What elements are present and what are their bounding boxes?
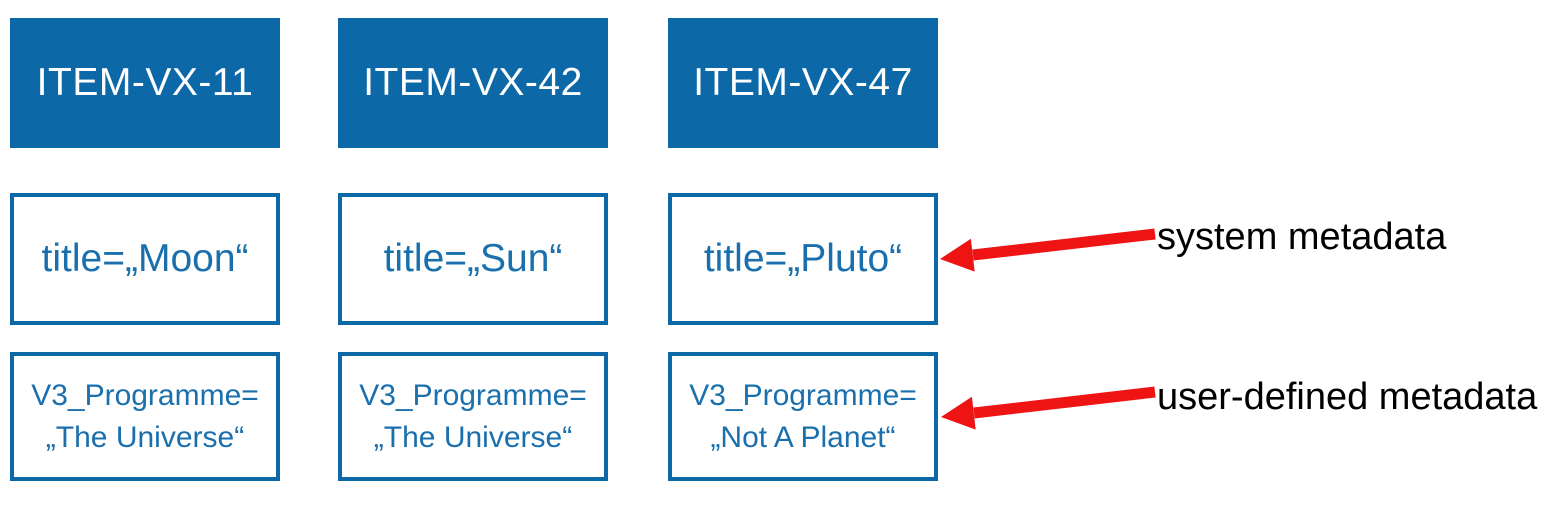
item-id-label: ITEM-VX-47 (693, 61, 913, 104)
item-id-label: ITEM-VX-42 (363, 61, 583, 104)
system-metadata-value: title=„Moon“ (41, 237, 249, 280)
user-metadata-key: V3_Programme= (31, 378, 259, 412)
item-id-box: ITEM-VX-42 (338, 18, 608, 148)
system-metadata-value: title=„Sun“ (383, 237, 563, 280)
system-metadata-value: title=„Pluto“ (703, 237, 903, 280)
item-id-box: ITEM-VX-47 (668, 18, 938, 148)
user-metadata-value: „The Universe“ (373, 420, 573, 454)
user-metadata-key: V3_Programme= (689, 378, 917, 412)
system-metadata-box: title=„Moon“ (10, 193, 280, 325)
system-metadata-label: system metadata (1157, 216, 1447, 258)
user-metadata-box: V3_Programme= „The Universe“ (10, 352, 280, 481)
user-defined-metadata-label: user-defined metadata (1157, 376, 1538, 418)
user-metadata-key: V3_Programme= (359, 378, 587, 412)
item-id-label: ITEM-VX-11 (36, 61, 254, 104)
user-metadata-arrow-icon (941, 386, 1156, 430)
system-metadata-arrow-icon (940, 228, 1156, 272)
item-id-box: ITEM-VX-11 (10, 18, 280, 148)
user-metadata-value: „Not A Planet“ (710, 420, 896, 454)
user-metadata-box: V3_Programme= „Not A Planet“ (668, 352, 938, 481)
system-metadata-box: title=„Pluto“ (668, 193, 938, 325)
system-metadata-box: title=„Sun“ (338, 193, 608, 325)
user-metadata-value: „The Universe“ (45, 420, 245, 454)
user-metadata-box: V3_Programme= „The Universe“ (338, 352, 608, 481)
